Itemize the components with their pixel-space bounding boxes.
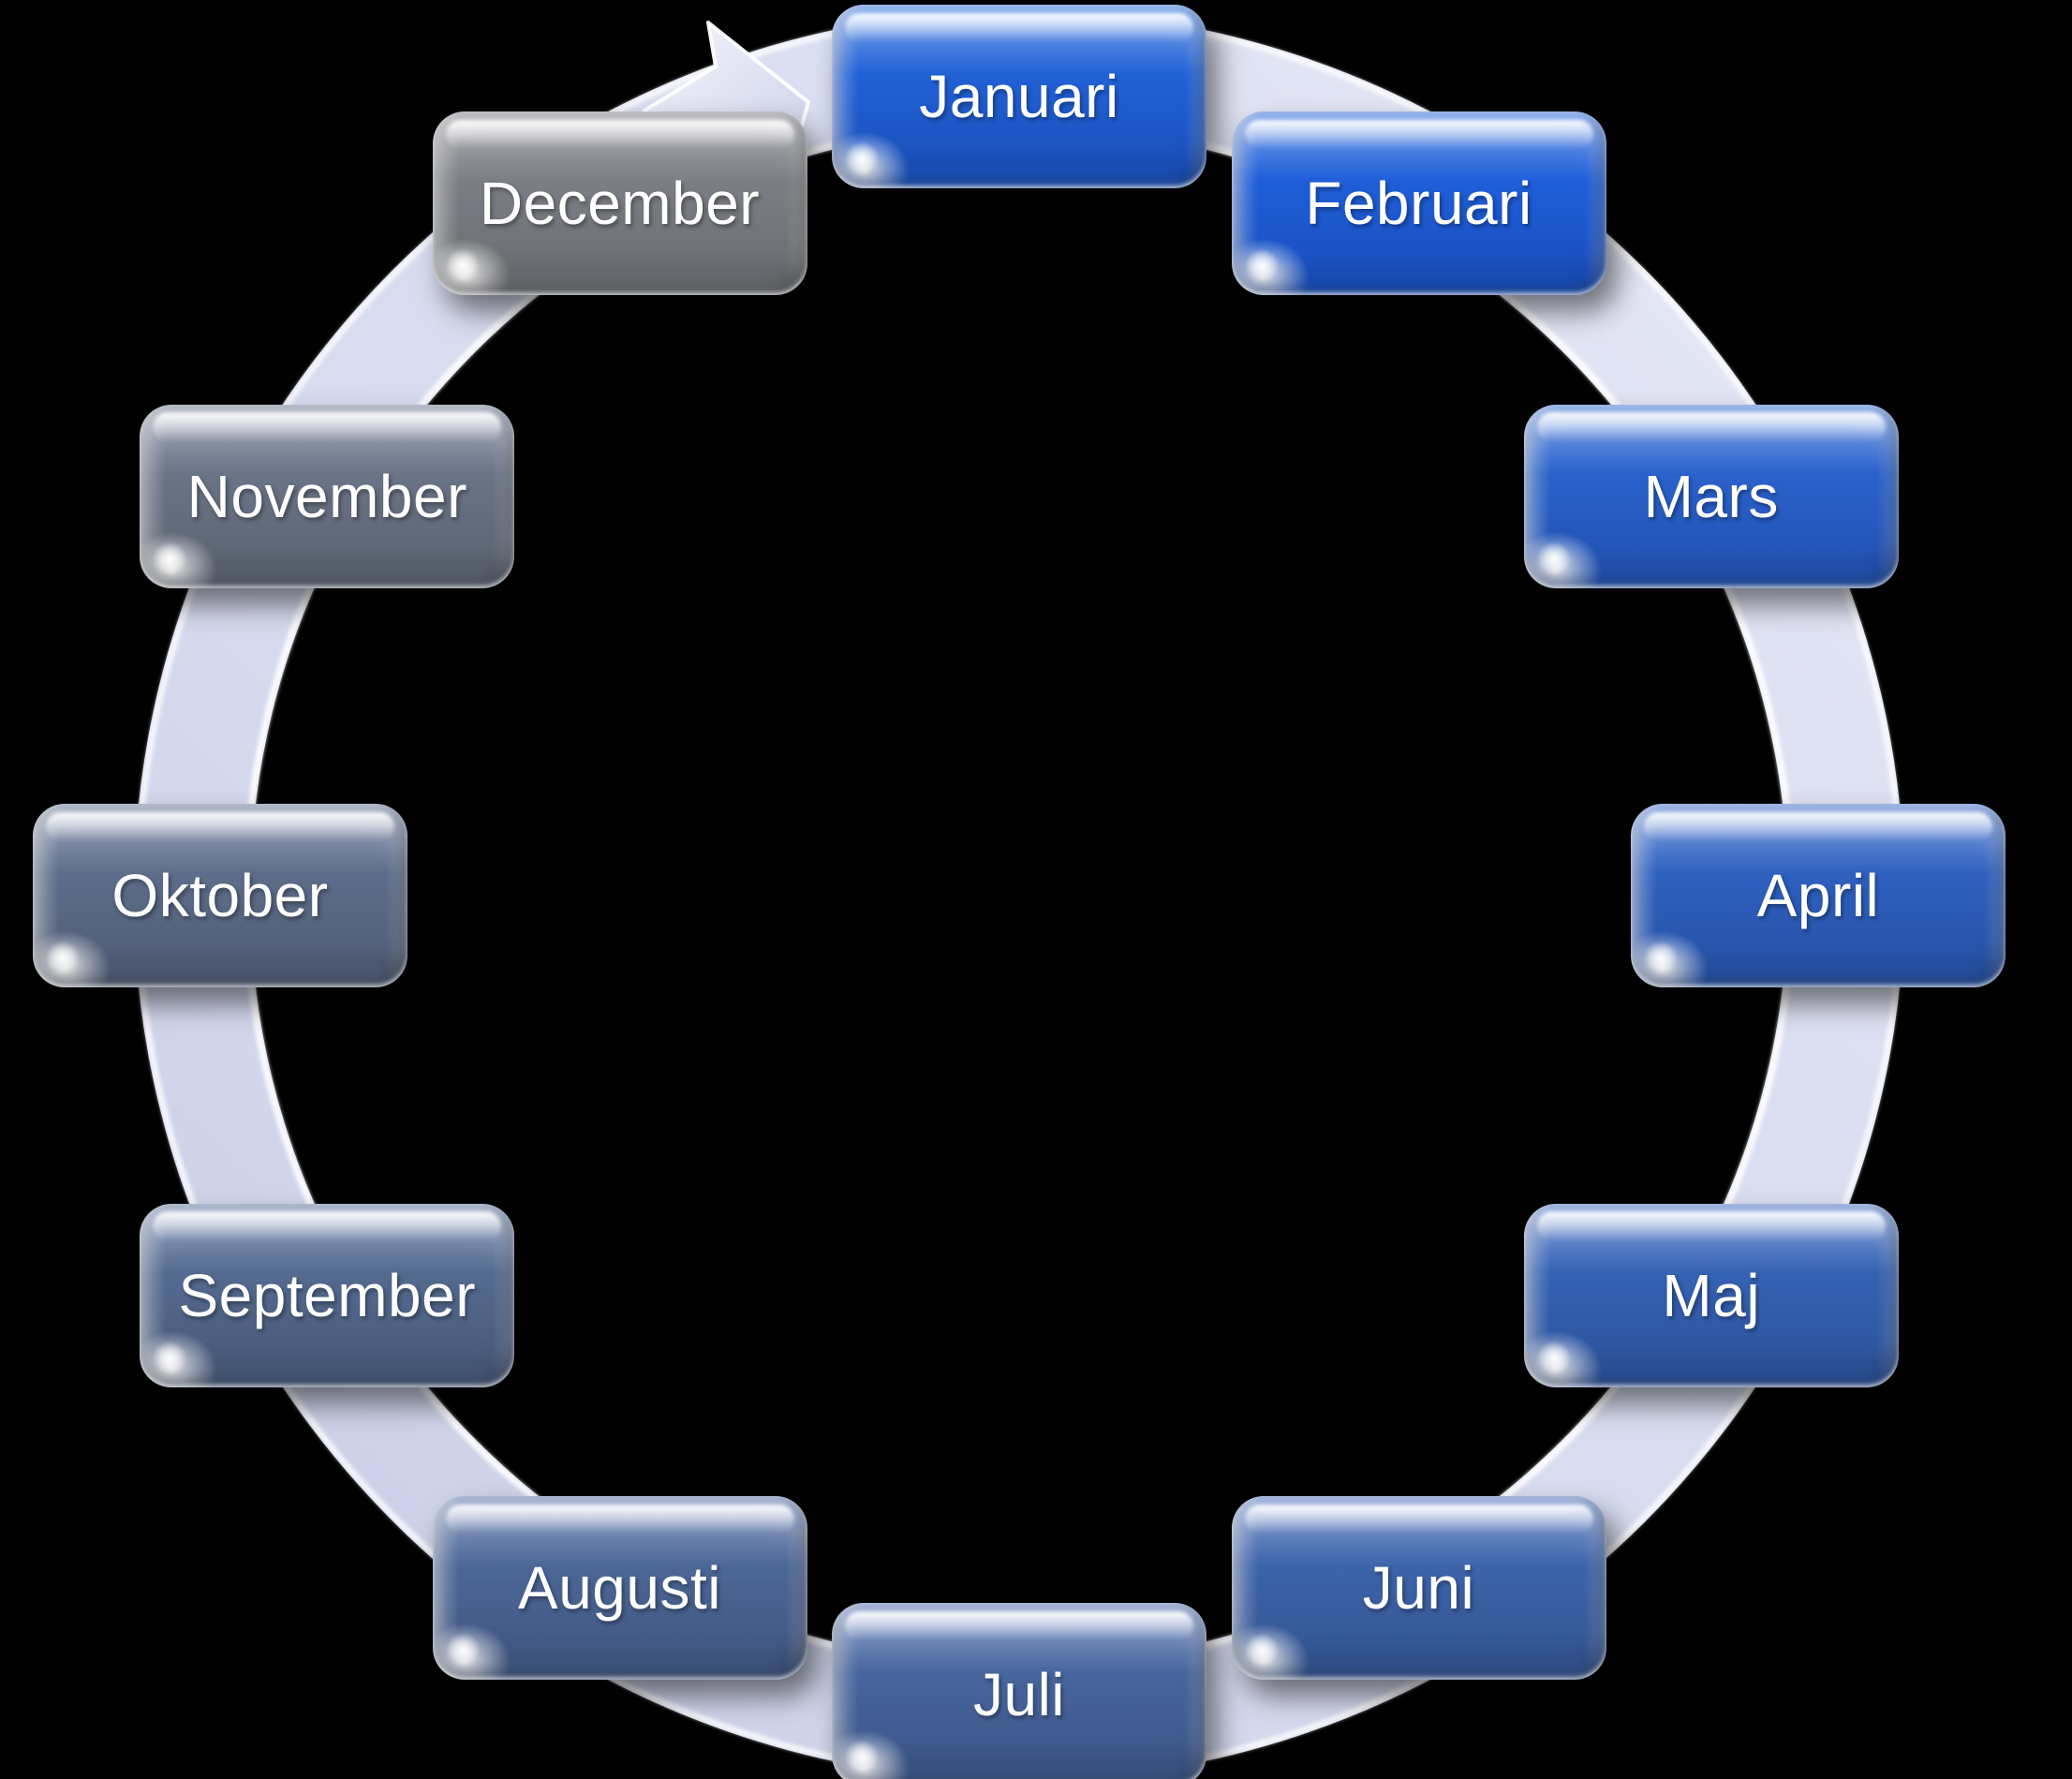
cycle-item-april: April	[1631, 804, 2005, 987]
month-label: Oktober	[111, 862, 329, 929]
cycle-item-juni: Juni	[1231, 1495, 1606, 1680]
month-label: December	[479, 170, 761, 238]
month-label: Augusti	[518, 1553, 721, 1622]
month-label: Februari	[1305, 170, 1532, 238]
cycle-item-september: September	[140, 1203, 515, 1387]
month-label: Maj	[1662, 1261, 1761, 1329]
month-label: Juni	[1362, 1553, 1475, 1622]
cycle-item-juli: Juli	[832, 1603, 1206, 1779]
month-label: Mars	[1643, 462, 1779, 530]
cycle-item-februari: Februari	[1231, 111, 1606, 296]
month-label: Januari	[919, 63, 1119, 130]
month-label: Juli	[972, 1661, 1066, 1728]
cycle-item-januari: Januari	[832, 5, 1206, 188]
cycle-item-mars: Mars	[1523, 404, 1899, 588]
cycle-item-augusti: Augusti	[432, 1495, 807, 1680]
month-label: November	[186, 462, 467, 530]
cycle-item-maj: Maj	[1523, 1203, 1899, 1387]
cycle-item-december: December	[432, 111, 807, 296]
cycle-item-oktober: Oktober	[33, 804, 407, 987]
month-label: September	[178, 1261, 477, 1329]
month-label: April	[1756, 862, 1880, 929]
cycle-item-november: November	[140, 404, 515, 588]
